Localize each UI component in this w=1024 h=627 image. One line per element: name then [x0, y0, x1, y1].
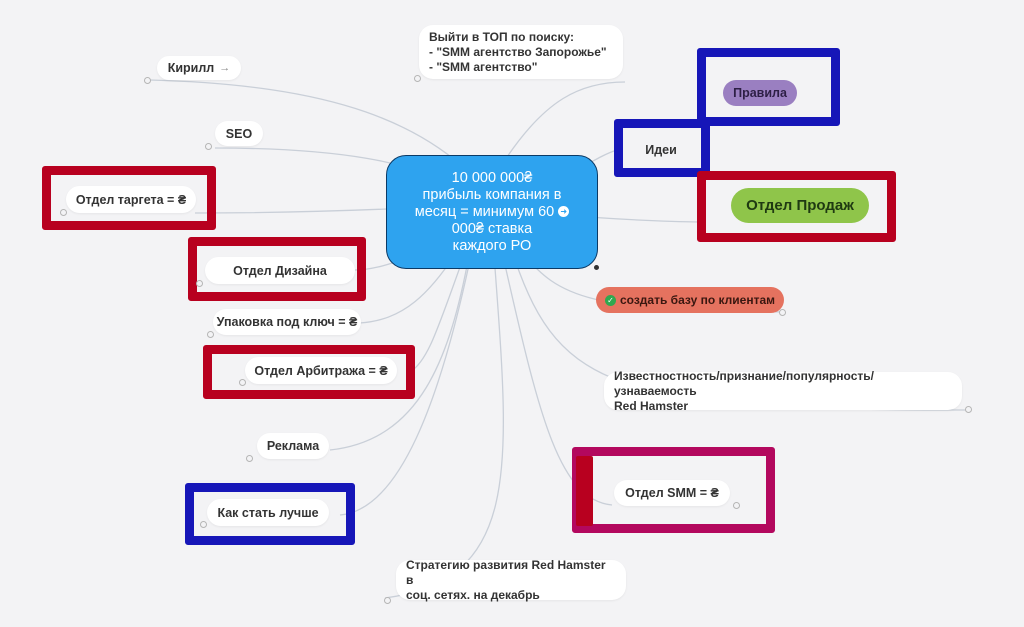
link-better	[339, 259, 471, 516]
collapse-handle-top-search[interactable]	[414, 75, 421, 82]
collapse-handle-design[interactable]	[196, 280, 203, 287]
central-topic-text-cont: 000₴ ставка каждого РО	[451, 220, 533, 254]
node-ads[interactable]: Реклама	[257, 433, 329, 459]
collapse-handle-kirill[interactable]	[144, 77, 151, 84]
node-smm-label: Отдел SMM = ₴	[625, 486, 719, 500]
node-kirill[interactable]: Кирилл →	[157, 56, 241, 80]
expand-arrow-icon[interactable]: ➜	[558, 206, 570, 218]
highlight-frame-ideas	[614, 119, 710, 177]
highlight-frame-target	[42, 166, 216, 230]
node-seo-label: SEO	[225, 126, 253, 141]
node-client-base[interactable]: ✓ создать базу по клиентам	[596, 287, 784, 313]
node-design-label: Отдел Дизайна	[233, 263, 327, 278]
node-kirill-label: Кирилл	[167, 61, 215, 75]
highlight-frame-sales	[697, 171, 896, 242]
highlight-frame-better	[185, 483, 355, 545]
link-ads	[329, 249, 471, 451]
highlight-frame-design	[188, 237, 366, 301]
node-client-base-label: создать базу по клиентам	[619, 293, 775, 307]
node-strategy[interactable]: Стратегию развития Red Hamster в соц. се…	[396, 557, 626, 602]
highlight-frame-arbitrage	[203, 345, 415, 399]
node-top-search[interactable]: Выйти в ТОП по поиску: - "SMM агентство …	[419, 25, 623, 79]
collapse-handle-ads[interactable]	[246, 455, 253, 462]
node-design[interactable]: Отдел Дизайна	[205, 257, 355, 284]
link-strategy	[384, 267, 504, 599]
check-icon: ✓	[604, 294, 616, 306]
collapse-handle-smm[interactable]	[733, 502, 740, 509]
node-arbitrage-label: Отдел Арбитража = ₴	[254, 363, 388, 378]
node-seo[interactable]: SEO	[215, 121, 263, 146]
node-fame-label: Известностность/признание/популярность/у…	[614, 368, 874, 413]
node-better[interactable]: Как стать лучше	[207, 499, 329, 526]
arrow-right-icon: →	[219, 62, 231, 74]
node-top-search-label: Выйти в ТОП по поиску: - "SMM агентство …	[429, 29, 607, 74]
node-arbitrage[interactable]: Отдел Арбитража = ₴	[245, 357, 397, 384]
node-ads-label: Реклама	[266, 439, 320, 453]
highlight-frame-rules	[697, 48, 840, 126]
node-rules[interactable]: Правила	[723, 80, 797, 106]
node-target-label: Отдел таргета = ₴	[75, 192, 187, 207]
node-smm[interactable]: Отдел SMM = ₴	[614, 480, 730, 506]
node-better-label: Как стать лучше	[217, 505, 319, 520]
collapse-handle-better[interactable]	[200, 521, 207, 528]
highlight-strip-smm	[576, 456, 593, 526]
collapse-handle-client-base[interactable]	[779, 309, 786, 316]
node-package[interactable]: Упаковка под ключ = ₴	[213, 309, 361, 335]
node-strategy-label: Стратегию развития Red Hamster в соц. се…	[406, 557, 606, 602]
collapse-handle-fame[interactable]	[965, 406, 972, 413]
node-sales[interactable]: Отдел Продаж	[731, 188, 869, 223]
collapse-handle-strategy[interactable]	[384, 597, 391, 604]
link-smm	[504, 264, 613, 506]
node-target[interactable]: Отдел таргета = ₴	[66, 186, 196, 213]
node-fame[interactable]: Известностность/признание/популярность/у…	[604, 369, 962, 413]
link-top	[504, 81, 626, 161]
node-ideas[interactable]: Идеи	[628, 136, 694, 163]
collapse-handle-arbitrage[interactable]	[239, 379, 246, 386]
collapse-handle-package[interactable]	[207, 331, 214, 338]
collapse-handle-target[interactable]	[60, 209, 67, 216]
collapse-handle-seo[interactable]	[205, 143, 212, 150]
node-package-label: Упаковка под ключ = ₴	[216, 315, 358, 329]
node-ideas-label: Идеи	[645, 142, 677, 157]
node-sales-label: Отдел Продаж	[746, 197, 854, 214]
collapse-handle-central[interactable]	[594, 265, 599, 270]
central-topic-node[interactable]: 10 000 000₴ прибыль компания в месяц = м…	[386, 155, 598, 269]
node-rules-label: Правила	[733, 86, 787, 100]
central-topic-text: 10 000 000₴ прибыль компания в месяц = м…	[414, 169, 562, 220]
